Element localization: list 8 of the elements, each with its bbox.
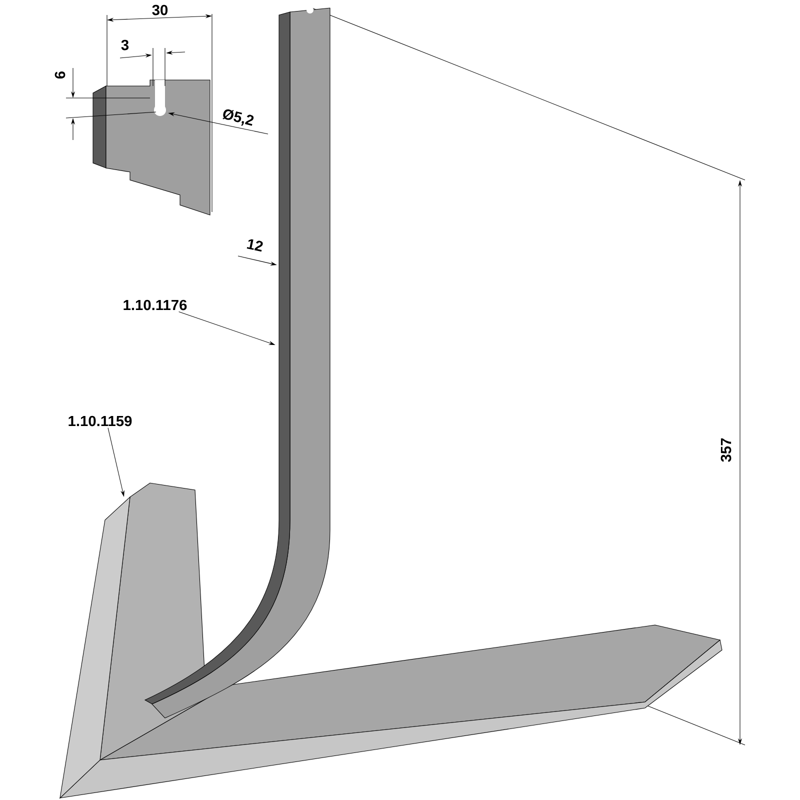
dimension-label: 357 [720,438,732,462]
dimension-label: 30 [152,4,168,16]
dimension-label: 12 [246,239,263,252]
dimension-label: 3 [121,40,129,50]
part-number: 1.10.1176 [124,300,187,310]
dimension-label: Ø5,2 [222,109,254,126]
part-number: 1.10.1159 [68,416,132,426]
dimension-label: 6 [54,71,66,79]
